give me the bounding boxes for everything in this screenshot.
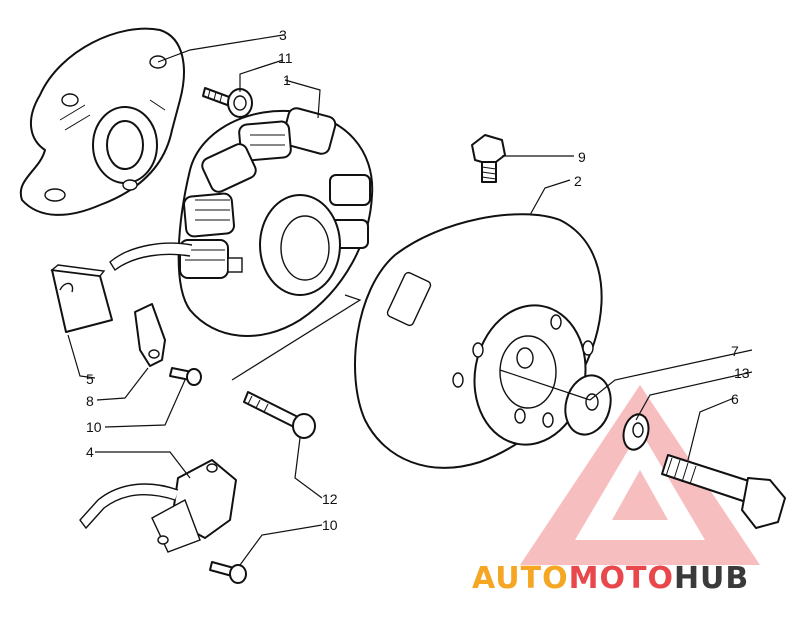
callout-1: 1	[283, 72, 291, 88]
screw-part-11	[202, 87, 253, 118]
callout-9: 9	[578, 149, 586, 165]
screw-part-10-lower	[209, 561, 247, 584]
stator-plate-part-3	[19, 27, 185, 216]
bolt-part-9	[471, 134, 506, 183]
callout-12: 12	[322, 491, 338, 507]
washer-part-7	[564, 374, 612, 436]
callout-13: 13	[734, 365, 750, 381]
lock-washer-part-13	[622, 413, 650, 451]
watermark-text: AUTOMOTOHUB	[472, 561, 749, 596]
callout-3: 3	[279, 27, 287, 43]
pickup-coil-part-4	[79, 459, 237, 553]
watermark-part-auto: AUTO	[472, 561, 569, 596]
callout-10-lower: 10	[322, 517, 338, 533]
callout-11: 11	[278, 50, 293, 66]
watermark-part-moto: MOTO	[569, 561, 674, 596]
callout-10-upper: 10	[86, 419, 102, 435]
leader-lines	[67, 34, 753, 566]
stator-coil-part-1	[109, 107, 374, 337]
watermark-triangle	[520, 385, 760, 565]
callout-7: 7	[731, 343, 739, 359]
flywheel-part-2	[354, 213, 603, 469]
flywheel-bolt-part-6	[661, 454, 786, 529]
callout-8: 8	[86, 393, 94, 409]
callout-2: 2	[574, 173, 582, 189]
callout-5: 5	[86, 371, 94, 387]
screw-part-10-upper	[169, 367, 202, 386]
callout-6: 6	[731, 391, 739, 407]
pad-part-5	[50, 264, 113, 333]
watermark-part-hub: HUB	[674, 561, 749, 596]
clip-part-8	[134, 303, 166, 367]
long-screw-part-12	[243, 391, 316, 439]
callout-4: 4	[86, 444, 94, 460]
